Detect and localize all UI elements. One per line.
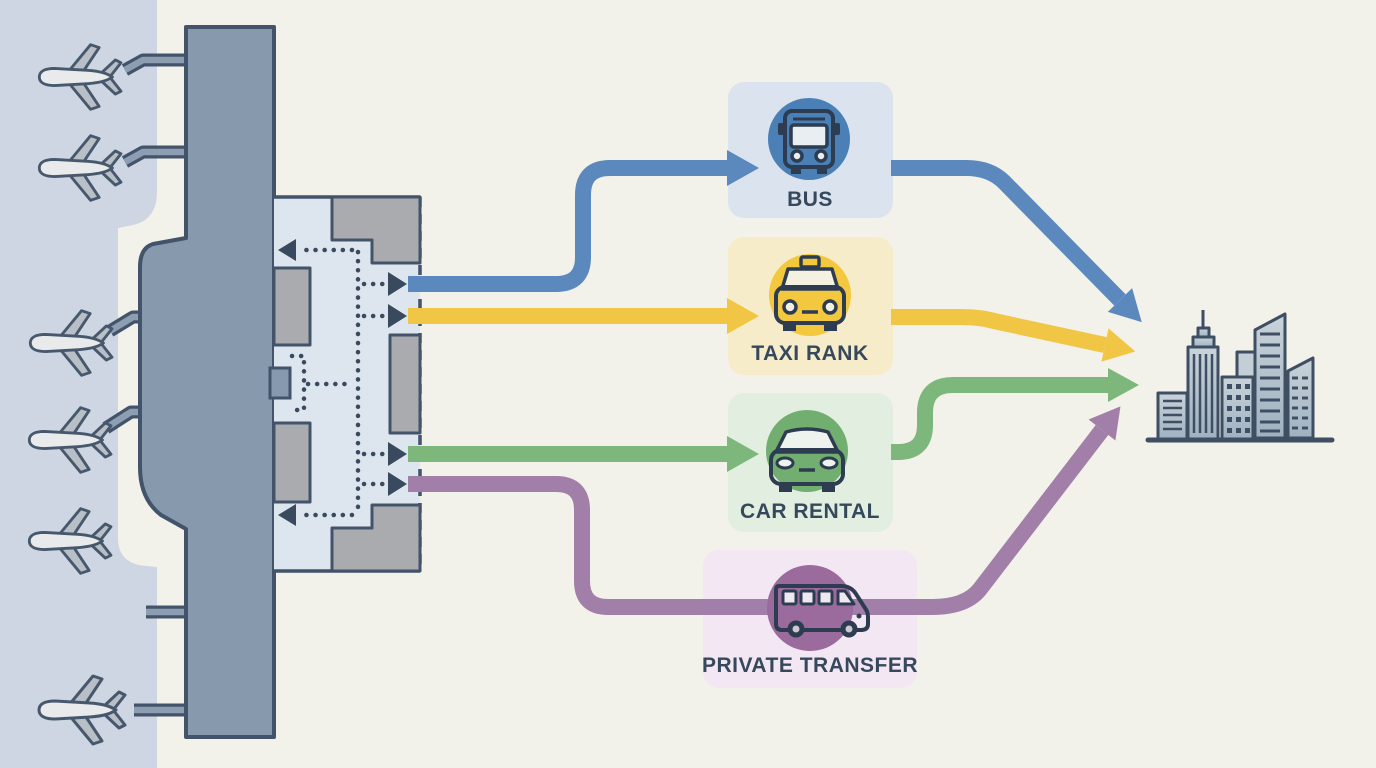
option-icons (766, 98, 870, 651)
flow-arrowhead-left (278, 504, 296, 526)
flow-arrowhead-right (388, 304, 407, 328)
bus-route-to-city (891, 160, 1126, 306)
private-transfer-route (408, 425, 1109, 615)
concourse-block (330, 195, 422, 265)
bus-label: BUS (787, 188, 833, 211)
concourse-block (330, 503, 422, 573)
bus-icon (778, 109, 840, 174)
concourse-block (272, 421, 312, 504)
route-ribbons (408, 150, 1142, 615)
flow-arrowhead-right (388, 472, 407, 496)
bus-route (408, 160, 727, 292)
car-rental-route-arrowhead (727, 436, 759, 472)
terminal-building (138, 25, 276, 739)
car-rental-city-arrowhead (1108, 368, 1139, 402)
concourse-block (272, 266, 312, 347)
car-rental-route-to-city (890, 377, 1108, 460)
bus-city-arrowhead (1107, 288, 1142, 323)
passenger-flow-dotted-paths (278, 239, 407, 526)
private-transfer-label: PRIVATE TRANSFER (702, 654, 918, 677)
arrivals-concourse (268, 195, 422, 573)
flow-arrowhead-left (278, 239, 296, 261)
city-skyline-icon (1145, 310, 1335, 443)
airport-apron (0, 0, 157, 768)
taxi-rank-label: TAXI RANK (751, 342, 868, 365)
bus-route-arrowhead (727, 150, 759, 186)
city-building (1186, 345, 1220, 442)
terminal-bump (268, 366, 292, 400)
private-transfer-city-arrowhead (1088, 406, 1121, 441)
city-building (1286, 356, 1315, 440)
taxi-city-arrowhead (1101, 328, 1136, 362)
van-icon (774, 584, 870, 638)
van-icon-circle (767, 565, 853, 651)
car-icon (769, 427, 845, 492)
flow-arrowhead-right (388, 272, 407, 296)
taxi-route-arrowhead (727, 298, 759, 334)
flow-arrowhead-right (388, 442, 407, 466)
taxi-route-to-city (891, 309, 1107, 353)
car-rental-label: CAR RENTAL (740, 500, 880, 523)
concourse-block (388, 333, 422, 435)
taxi-icon (774, 255, 846, 331)
